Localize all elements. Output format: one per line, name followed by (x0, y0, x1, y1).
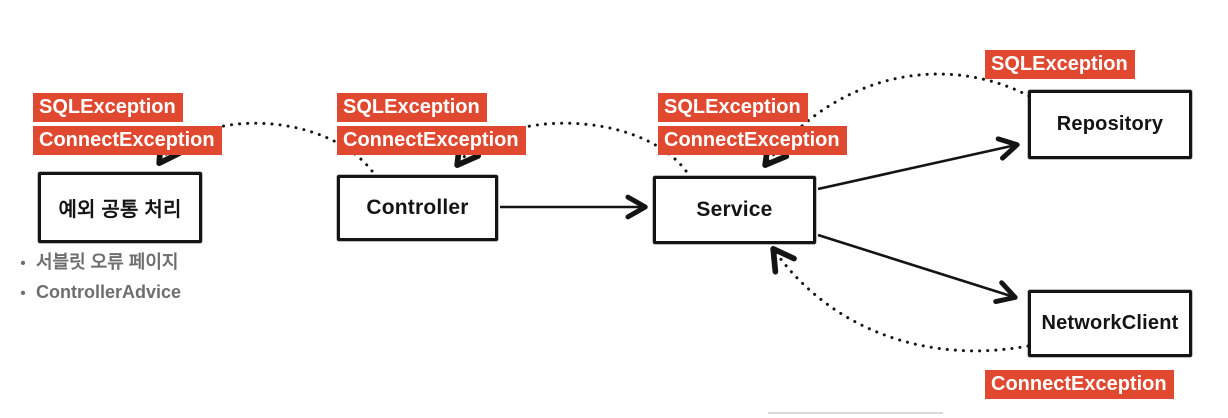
cropped-box-top-edge (768, 412, 943, 414)
edge-service-to-repository (817, 136, 1020, 191)
node-network-client: NetworkClient (1028, 290, 1192, 357)
node-label: Service (696, 198, 773, 221)
edge-exception-networkclient-to-service (770, 245, 1030, 353)
exception-badge-connectexception: ConnectException (33, 126, 222, 155)
node-exception-handler: 예외 공통 처리 (38, 172, 202, 243)
note-text: 서블릿 오류 페이지 (36, 252, 179, 272)
node-label: 예외 공통 처리 (58, 199, 182, 221)
list-item: • ControllerAdvice (10, 278, 181, 308)
edge-exception-service-to-controller (454, 121, 688, 173)
exception-badge-connectexception: ConnectException (985, 370, 1174, 399)
list-item: • 서블릿 오류 페이지 (10, 248, 181, 278)
node-label: Repository (1056, 113, 1164, 135)
node-service: Service (653, 176, 816, 244)
note-text: ControllerAdvice (36, 282, 182, 302)
node-repository: Repository (1028, 90, 1192, 159)
node-label: NetworkClient (1041, 312, 1179, 334)
bullet-icon: • (20, 255, 26, 272)
node-label: Controller (366, 196, 469, 219)
exception-badge-sqlexception: SQLException (33, 93, 183, 122)
node-controller: Controller (337, 175, 498, 241)
handler-notes-list: • 서블릿 오류 페이지 • ControllerAdvice (10, 248, 181, 308)
bullet-icon: • (20, 285, 26, 302)
exception-badge-sqlexception: SQLException (658, 93, 808, 122)
exception-badge-sqlexception: SQLException (337, 93, 487, 122)
exception-badge-connectexception: ConnectException (337, 126, 526, 155)
edge-service-to-networkclient (817, 233, 1018, 305)
exception-badge-connectexception: ConnectException (658, 126, 847, 155)
exception-badge-sqlexception: SQLException (985, 50, 1135, 79)
